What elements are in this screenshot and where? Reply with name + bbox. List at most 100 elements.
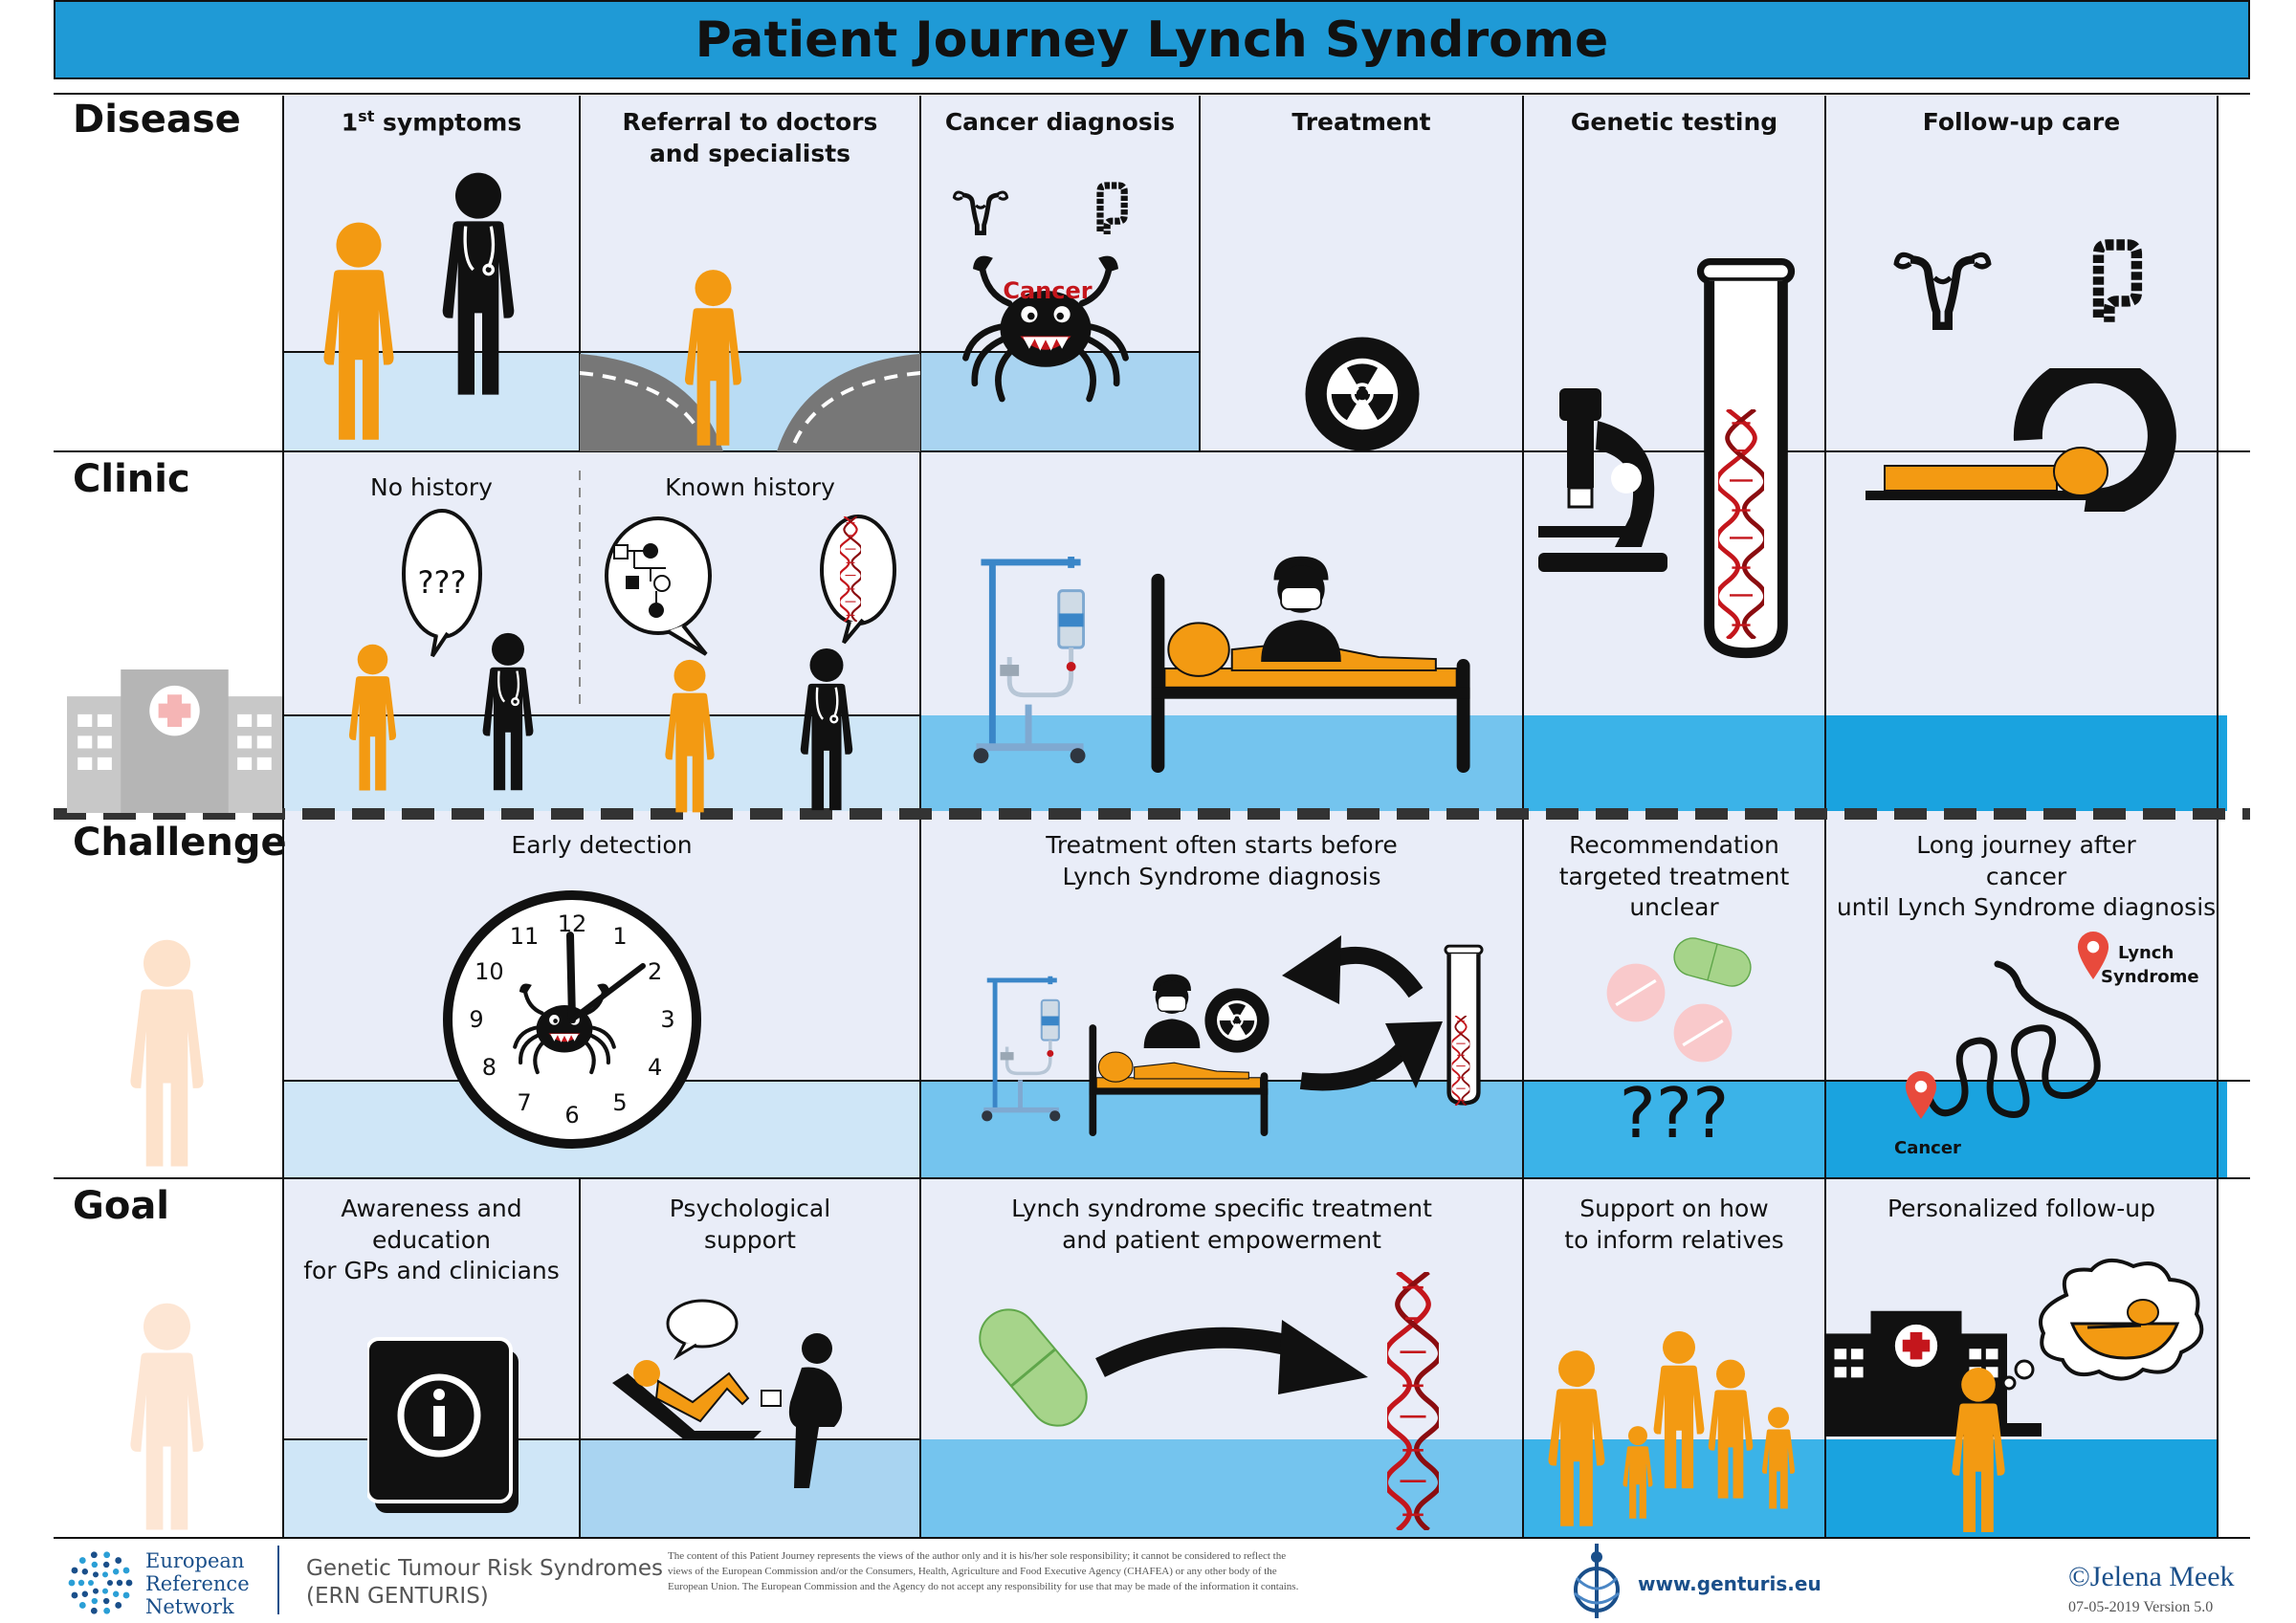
ern-logo-dot (68, 1579, 76, 1587)
genetic-testing-title: Genetic testing (1570, 108, 1778, 136)
water-disease-1 (283, 352, 580, 451)
map-pin-icon (1904, 1071, 1938, 1119)
clock-number: 2 (647, 958, 663, 985)
ern-logo-dot (71, 1567, 78, 1574)
ern-logo-dot (103, 1551, 111, 1559)
cancer-diagnosis-title: Cancer diagnosis (944, 108, 1176, 136)
specific-line2: and patient empowerment (1062, 1225, 1381, 1254)
recommendation-line3: unclear (1629, 893, 1719, 921)
ern-logo-dot (81, 1568, 89, 1575)
genturis-line1: Genetic Tumour Risk Syndromes (306, 1556, 663, 1581)
follow-up-title: Follow-up care (1922, 108, 2121, 136)
ern-logo-dot (125, 1579, 133, 1587)
clock-number: 9 (469, 1006, 484, 1033)
first-symptoms-title: 1st symptoms (283, 107, 580, 139)
water-clinic-4 (1825, 715, 2227, 811)
clock-number: 6 (564, 1102, 580, 1129)
psych-line2: support (704, 1225, 796, 1254)
water-goal-5 (1825, 1439, 2218, 1538)
treatment-before-line2: Lynch Syndrome diagnosis (1062, 862, 1381, 890)
early-detection-label: Early detection (511, 831, 693, 859)
page-title: Patient Journey Lynch Syndrome (695, 11, 1609, 69)
clock-number: 10 (475, 958, 504, 985)
ern-logo-dot (102, 1571, 108, 1578)
clock-number: 8 (481, 1054, 497, 1081)
ern-logo-icon (68, 1551, 133, 1614)
ern-logo-dot (91, 1597, 99, 1605)
psych-line1: Psychological (669, 1195, 831, 1222)
ern-logo-dot (78, 1602, 86, 1609)
ern-line3: Network (145, 1595, 234, 1619)
specific-treatment-label: Lynch syndrome specific treatment and pa… (920, 1194, 1523, 1256)
patient-icon (1934, 1366, 2022, 1536)
support-line2: to inform relatives (1564, 1225, 1784, 1254)
ern-logo-dot (122, 1567, 130, 1574)
copyright-author: ©Jelena Meek (2068, 1561, 2235, 1593)
ern-logo-dot (81, 1590, 89, 1597)
info-book-icon (367, 1337, 519, 1513)
disclaimer-text: The content of this Patient Journey repr… (668, 1550, 1299, 1592)
doctor-icon (786, 647, 867, 814)
water-goal-2 (580, 1439, 920, 1538)
ern-logo-dot (112, 1568, 120, 1575)
ern-wordmark: European Reference Network (145, 1549, 250, 1618)
psychological-support-label: Psychological support (580, 1194, 920, 1256)
recommendation-label: Recommendation targeted treatment unclea… (1523, 830, 1825, 924)
radiation-icon (1303, 335, 1422, 453)
ern-logo-dot (90, 1607, 98, 1614)
awareness-line1: Awareness and education (341, 1195, 522, 1254)
genturis-logo-icon (1574, 1544, 1620, 1618)
patient-icon (652, 658, 727, 816)
row-label-challenge: Challenge (73, 821, 287, 865)
genturis-line2: (ERN GENTURIS) (306, 1583, 489, 1609)
family-group-icon (1538, 1329, 1806, 1530)
iv-stand-icon (976, 974, 1071, 1127)
tablet-pink-icon (1672, 1002, 1733, 1064)
treatment-before-diagnosis-label: Treatment often starts before Lynch Synd… (920, 830, 1523, 892)
surgeon-icon (1253, 553, 1349, 662)
ern-logo-dot (115, 1557, 122, 1564)
inform-relatives-label: Support on how to inform relatives (1523, 1194, 1825, 1256)
doctor-icon (421, 170, 536, 400)
colon-icon (1083, 180, 1140, 237)
ern-logo-dot (90, 1551, 98, 1559)
ern-logo-dot (116, 1579, 123, 1587)
title-bar: Patient Journey Lynch Syndrome (54, 0, 2250, 79)
row-label-clinic: Clinic (73, 457, 190, 501)
clock-number: 11 (509, 923, 540, 951)
treatment-title: Treatment (1292, 108, 1431, 136)
person-pale-icon (107, 1301, 227, 1535)
dna-icon (1712, 409, 1770, 639)
mri-scanner-icon (1866, 368, 2176, 512)
person-pale-icon (107, 937, 227, 1172)
ern-logo-dot (102, 1597, 110, 1605)
thought-bubble-icon (2001, 1259, 2204, 1391)
winding-path-icon (1921, 960, 2101, 1118)
water-challenge-3 (1523, 1081, 1825, 1178)
ern-logo-dot (93, 1571, 99, 1578)
arrow-right-icon (1095, 1320, 1368, 1394)
microscope-icon (1538, 383, 1672, 574)
treatment-before-line1: Treatment often starts before (1046, 831, 1398, 859)
dna-icon (836, 516, 865, 622)
pill-green-icon (979, 1308, 1088, 1427)
website-link[interactable]: www.genturis.eu (1638, 1572, 1821, 1595)
clock-number: 12 (557, 910, 587, 937)
row-label-goal: Goal (73, 1184, 170, 1228)
awareness-label: Awareness and education for GPs and clin… (283, 1194, 580, 1287)
ern-logo-dot (103, 1607, 111, 1614)
recommendation-line1: Recommendation (1569, 831, 1779, 859)
no-history-label: No history (370, 473, 493, 501)
ern-logo-dot (77, 1579, 85, 1587)
version-label: 07-05-2019 Version 5.0 (2068, 1599, 2214, 1615)
ern-logo-dot (112, 1590, 120, 1597)
ern-logo-dot (91, 1561, 99, 1568)
hospital-gray-icon (67, 669, 282, 813)
doctor-icon (469, 631, 547, 794)
cancer-crab-icon (955, 249, 1137, 404)
ern-logo-dot (102, 1588, 108, 1594)
first-symptoms-number: 1 (341, 108, 359, 137)
tablet-pink-icon (1605, 962, 1667, 1023)
clock-number: 3 (660, 1006, 675, 1033)
known-history-label: Known history (665, 473, 835, 501)
